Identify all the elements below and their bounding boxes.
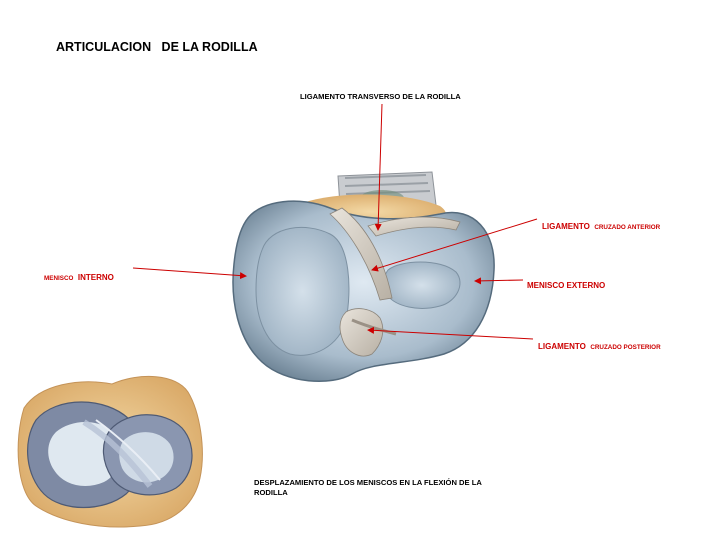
pointer-menisco-interno: [132, 267, 247, 280]
pointer-cruzado-anterior: [371, 218, 538, 272]
label-menisco-interno-main: INTERNO: [77, 273, 114, 282]
pointer-transverso: [374, 103, 383, 231]
label-cruzado-posterior-suffix: CRUZADO POSTERIOR: [590, 344, 661, 351]
caption-desplazamiento: DESPLAZAMIENTO DE LOS MENISCOS EN LA FLE…: [254, 478, 482, 497]
label-ligamento-transverso: LIGAMENTO TRANSVERSO DE LA RODILLA: [300, 92, 461, 101]
pointer-cruzado-posterior: [367, 326, 534, 340]
label-ligamento-cruzado-anterior: LIGAMENTO CRUZADO ANTERIOR: [542, 216, 660, 234]
meniscus-flexion-illustration: [17, 375, 203, 528]
label-menisco-externo: MENISCO EXTERNO: [527, 275, 605, 293]
label-ligamento-cruzado-posterior: LIGAMENTO CRUZADO POSTERIOR: [538, 336, 661, 354]
label-cruzado-anterior-main: LIGAMENTO: [542, 222, 590, 231]
page-title: ARTICULACION DE LA RODILLA: [56, 40, 258, 54]
label-menisco-interno-prefix: MENISCO: [44, 275, 74, 282]
pointer-menisco-externo: [474, 277, 524, 285]
knee-meniscus-illustration: [232, 171, 495, 382]
label-cruzado-anterior-suffix: CRUZADO ANTERIOR: [594, 224, 661, 231]
pointer-lines: [132, 103, 538, 340]
label-menisco-interno: MENISCO INTERNO: [44, 267, 114, 285]
label-menisco-externo-text: MENISCO EXTERNO: [527, 281, 606, 290]
label-cruzado-posterior-main: LIGAMENTO: [538, 342, 586, 351]
